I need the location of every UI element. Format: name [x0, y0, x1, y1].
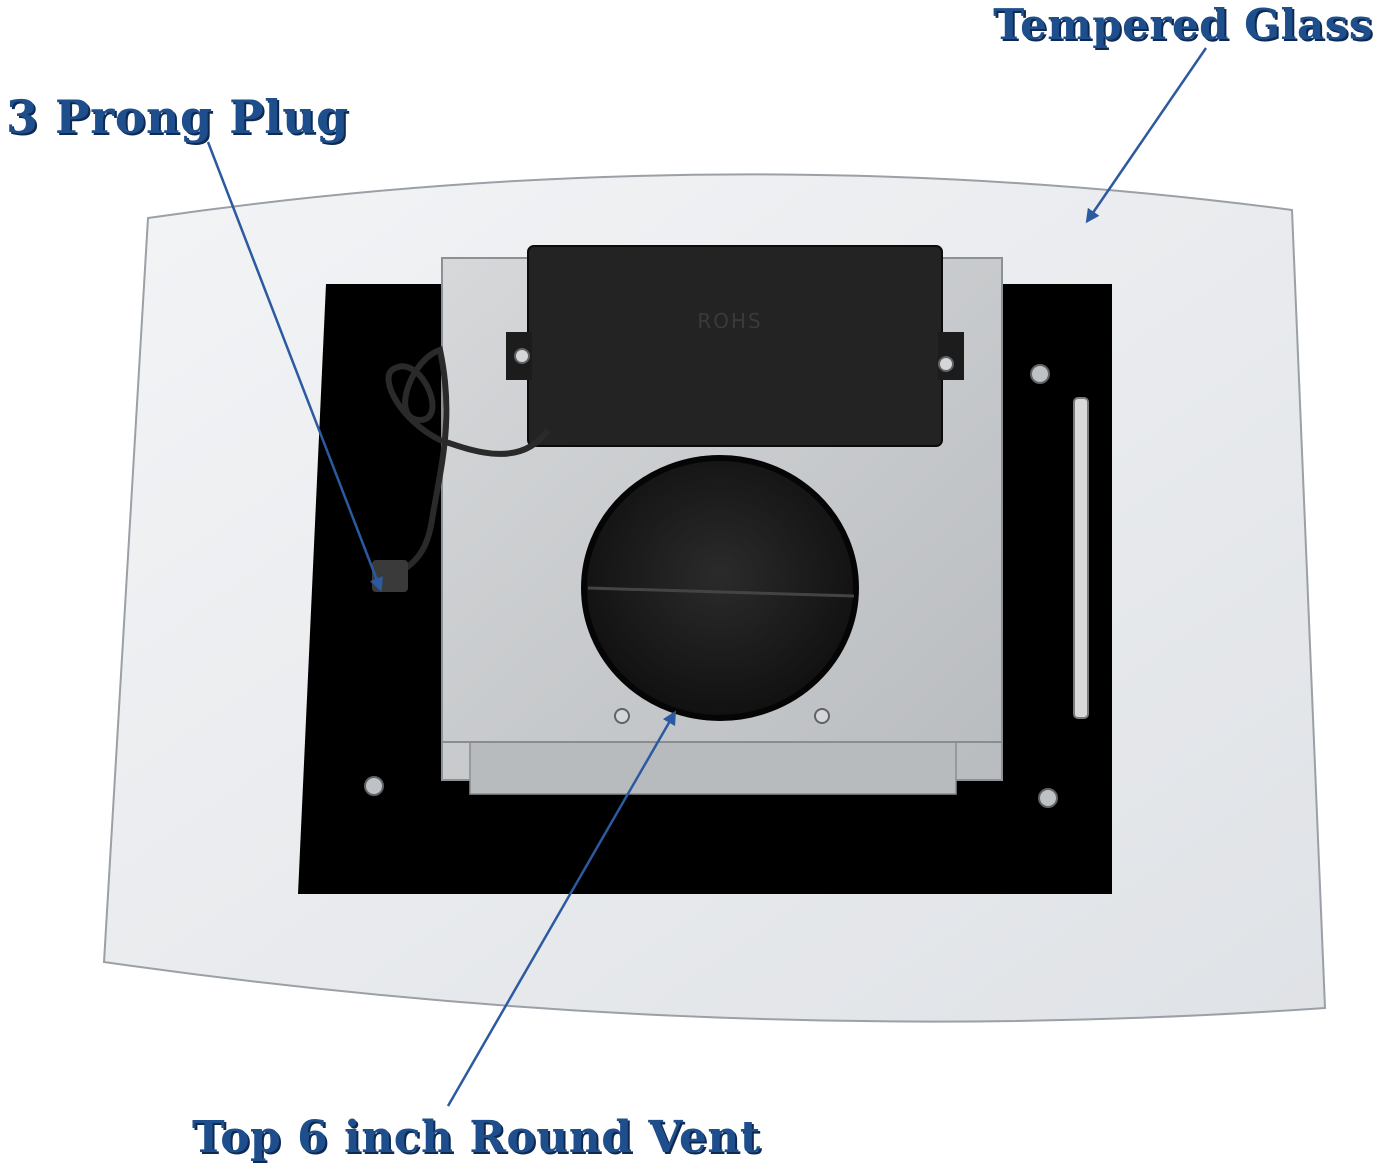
screw — [938, 356, 954, 372]
screw — [814, 708, 830, 724]
light-bar — [1073, 397, 1089, 719]
prong-plug-label: 3 Prong Plug — [6, 90, 349, 144]
round-vent — [581, 455, 859, 721]
screw — [1030, 364, 1050, 384]
motor-box-embossed-text: ROHS — [697, 309, 762, 333]
power-cord — [385, 346, 551, 575]
tempered-glass-label: Tempered Glass — [993, 0, 1373, 49]
tempered-glass-arrow — [1085, 47, 1208, 224]
round-vent-label: Top 6 inch Round Vent — [192, 1112, 761, 1163]
round-vent-arrow — [446, 710, 676, 1107]
motor-box-right-flange — [938, 332, 964, 380]
metal-housing-lower-lip — [469, 741, 957, 795]
screw — [514, 348, 530, 364]
screw — [1038, 788, 1058, 808]
vent-damper-line — [587, 586, 855, 598]
three-prong-plug — [372, 560, 408, 592]
screw — [364, 776, 384, 796]
screw — [614, 708, 630, 724]
prong-plug-arrow — [206, 141, 383, 592]
motor-box — [527, 245, 943, 447]
